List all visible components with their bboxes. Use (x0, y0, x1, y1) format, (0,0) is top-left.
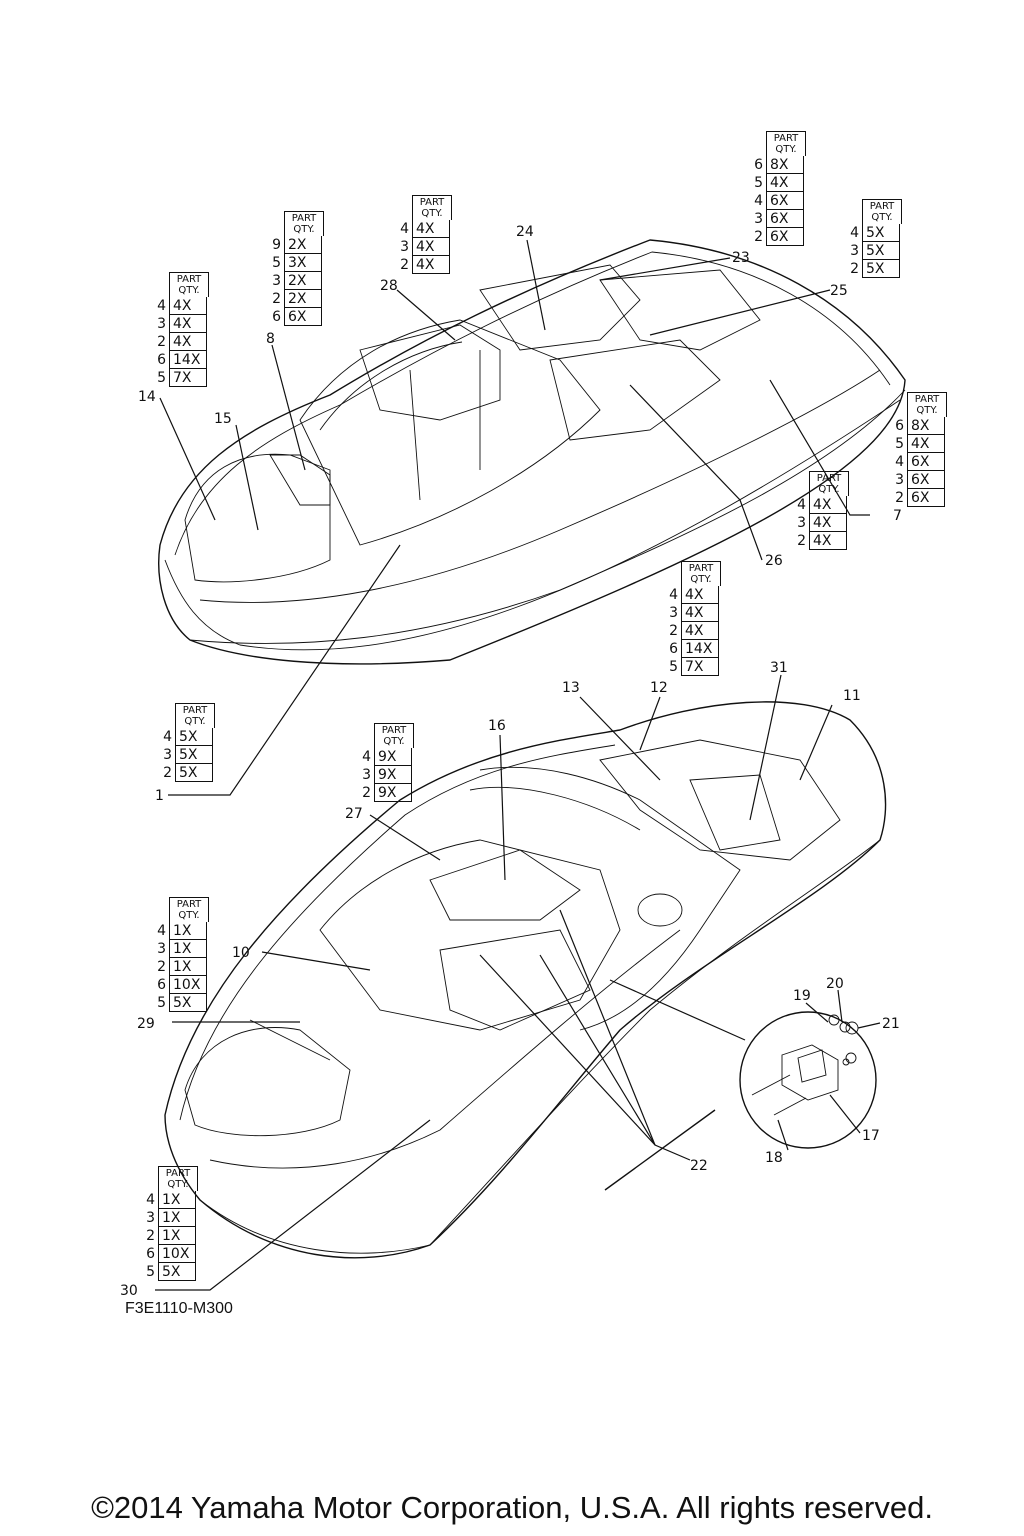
callout-24: 24 (516, 224, 534, 240)
callout-12: 12 (650, 680, 668, 696)
leader-lines (155, 239, 881, 1291)
trim-rod (604, 1109, 716, 1191)
callout-15: 15 (214, 411, 232, 427)
upper-boat-drawing (158, 239, 906, 665)
callout-1: 1 (155, 788, 164, 804)
callout-16: 16 (488, 718, 506, 734)
lower-boat-drawing (164, 701, 887, 1259)
callout-8: 8 (266, 331, 275, 347)
callout-31: 31 (770, 660, 788, 676)
callout-19: 19 (793, 988, 811, 1004)
callout-7: 7 (893, 508, 902, 524)
callout-17: 17 (862, 1128, 880, 1144)
callout-29: 29 (137, 1016, 155, 1032)
callout-28: 28 (380, 278, 398, 294)
callout-27: 27 (345, 806, 363, 822)
callout-14: 14 (138, 389, 156, 405)
detail-inset (739, 1011, 877, 1149)
figure-code: F3E1110-M300 (125, 1300, 233, 1317)
callout-13: 13 (562, 680, 580, 696)
callout-23: 23 (732, 250, 750, 266)
callout-26: 26 (765, 553, 783, 569)
callout-numbers: 1 7 8 10 11 12 13 14 15 16 17 18 19 20 2… (120, 224, 902, 1299)
callout-25: 25 (830, 283, 848, 299)
callout-22: 22 (690, 1158, 708, 1174)
callout-21: 21 (882, 1016, 900, 1032)
callout-30: 30 (120, 1283, 138, 1299)
callout-10: 10 (232, 945, 250, 961)
callout-11: 11 (843, 688, 861, 704)
copyright-notice: ©2014 Yamaha Motor Corporation, U.S.A. A… (91, 1490, 933, 1525)
callout-20: 20 (826, 976, 844, 992)
callout-18: 18 (765, 1150, 783, 1166)
